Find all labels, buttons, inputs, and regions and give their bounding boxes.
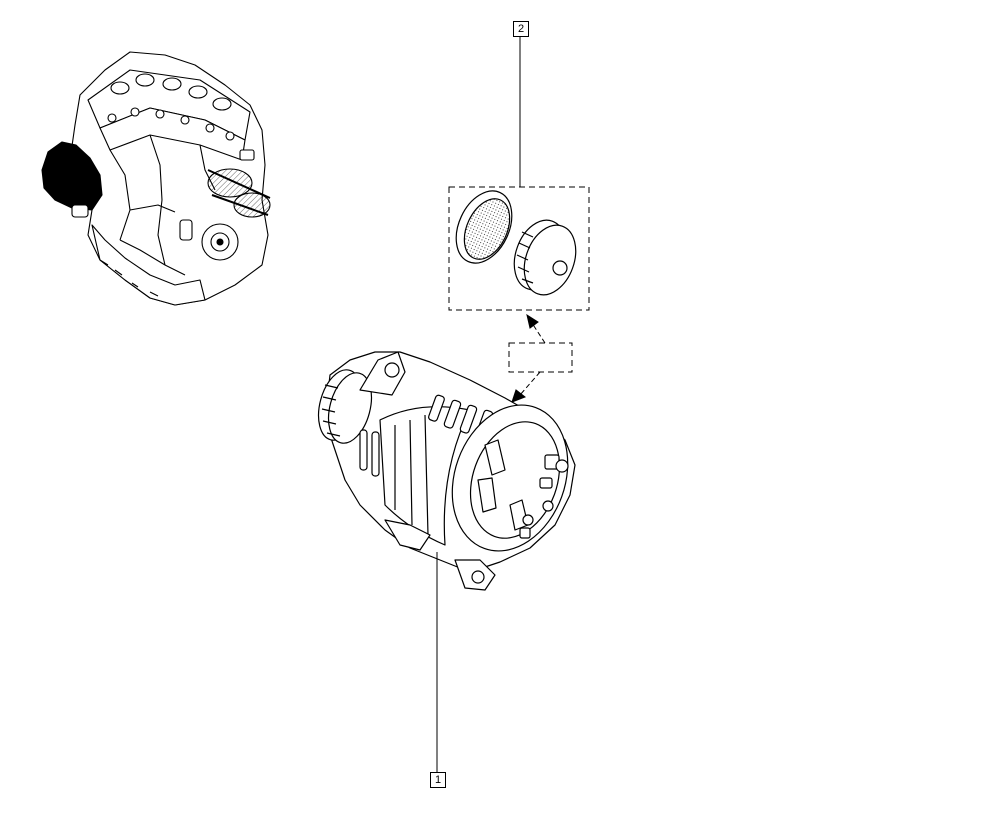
pulley-kit-frame [448, 186, 590, 311]
engine-block-icon [41, 51, 271, 306]
assembly-arrows [508, 313, 573, 403]
pulley-kit-icon [448, 36, 590, 311]
callout-part-2[interactable]: 2 [513, 21, 529, 37]
callout-part-1[interactable]: 1 [430, 772, 446, 788]
mounting-position-frame [508, 342, 573, 373]
alternator-icon [317, 351, 576, 772]
